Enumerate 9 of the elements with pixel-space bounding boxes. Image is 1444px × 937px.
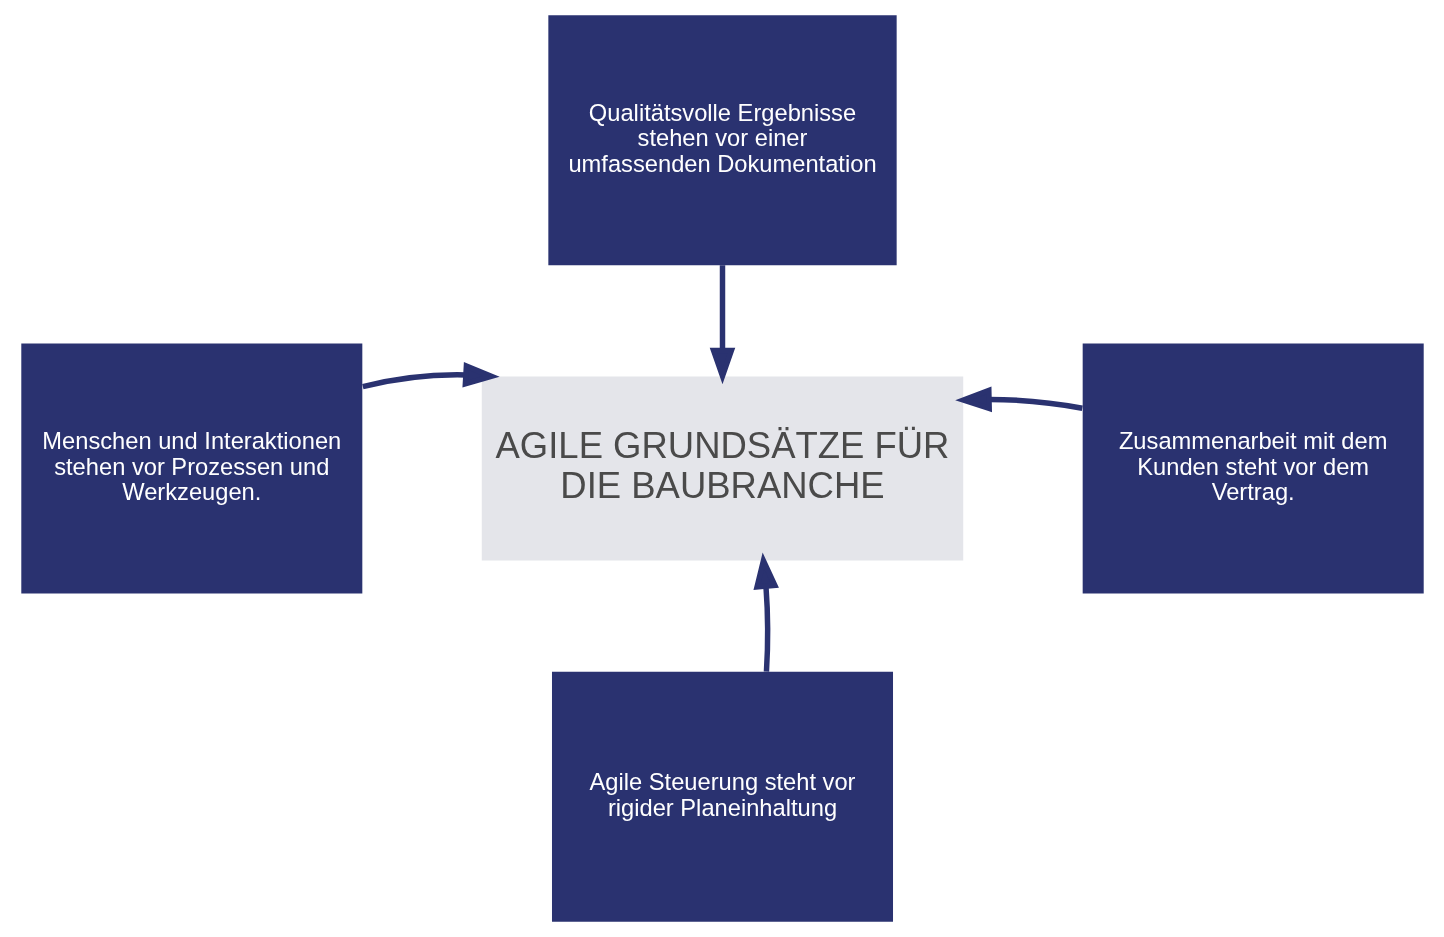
node-box: Qualitätsvolle Ergebnisse stehen vor einer umfassenden Dokumentation bbox=[547, 15, 897, 266]
arrow bbox=[709, 265, 735, 385]
node-box: Zusammenarbeit mit dem Kunden steht vor dem Vertrag. bbox=[1082, 343, 1424, 594]
node-box: Agile Steuerung steht vor rigider Planeinhaltung bbox=[551, 671, 893, 922]
arrow bbox=[752, 552, 779, 672]
arrow bbox=[361, 362, 500, 390]
node-box: Menschen und Interaktionen stehen vor Prozessen und Werkzeugen. bbox=[20, 343, 362, 594]
arrow bbox=[954, 386, 1083, 413]
node-box: AGILE GRUNDSÄTZE FÜR DIE BAUBRANCHE bbox=[481, 376, 963, 561]
